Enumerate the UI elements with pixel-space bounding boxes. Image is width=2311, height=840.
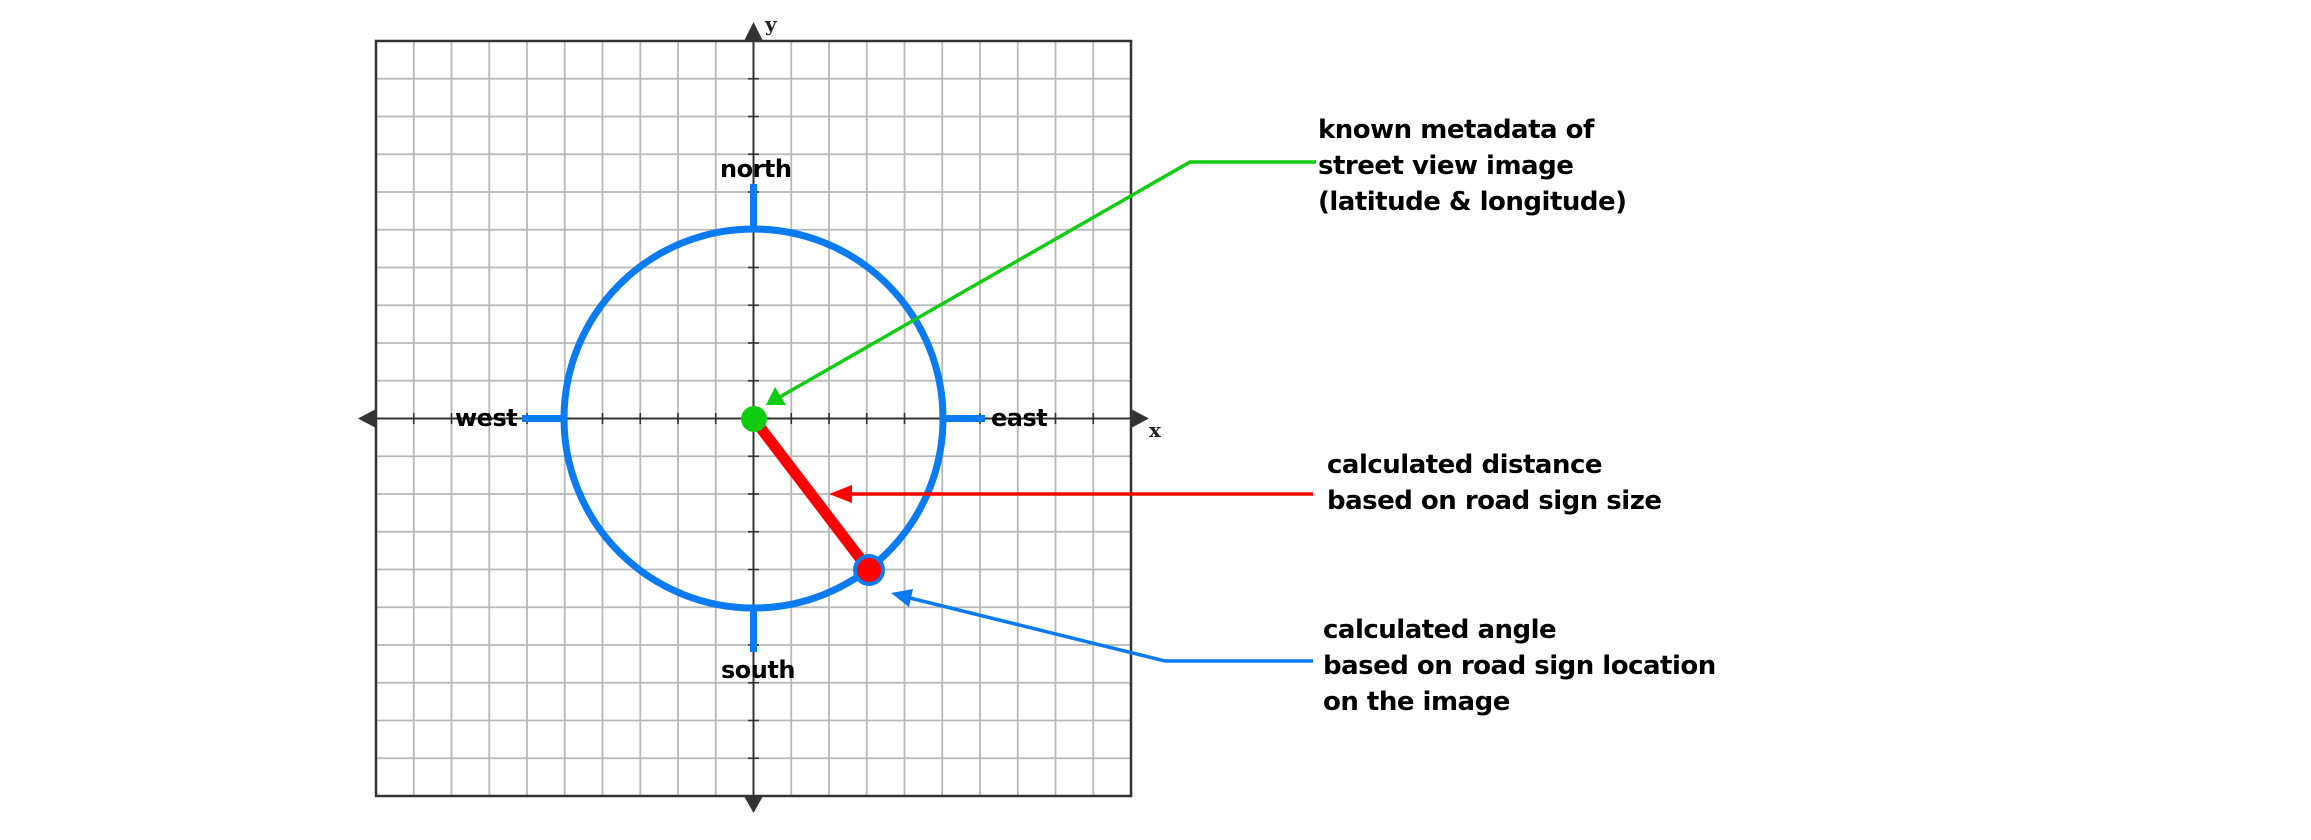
y-axis-label: y — [765, 12, 777, 36]
distance-line-1: calculated distance — [1327, 450, 1603, 480]
north-label: north — [720, 155, 792, 183]
west-label: west — [455, 404, 518, 432]
x-axis-right-arrow-icon — [1131, 409, 1149, 428]
metadata-callout-text: known metadata of street view image (lat… — [1318, 112, 1627, 220]
y-axis-down-arrow-icon — [744, 796, 763, 813]
south-label: south — [721, 656, 795, 684]
distance-line — [749, 415, 874, 574]
angle-line-1: calculated angle — [1323, 615, 1557, 645]
sign-point — [857, 558, 881, 582]
distance-line-2: based on road sign size — [1327, 486, 1662, 516]
x-axis-label: x — [1149, 418, 1161, 442]
angle-arrow-icon — [891, 589, 913, 607]
x-axis-left-arrow-icon — [358, 409, 376, 428]
angle-line-3: on the image — [1323, 687, 1510, 717]
distance-arrow-icon — [829, 485, 852, 503]
metadata-line-1: known metadata of — [1318, 115, 1594, 145]
angle-line-2: based on road sign location — [1323, 651, 1716, 681]
east-label: east — [991, 404, 1048, 432]
angle-callout-text: calculated angle based on road sign loca… — [1323, 612, 1716, 720]
metadata-line-2: street view image — [1318, 151, 1574, 181]
metadata-callout-line — [777, 160, 1316, 400]
metadata-line-3: (latitude & longitude) — [1318, 187, 1627, 217]
angle-callout-line — [909, 596, 1313, 663]
y-axis-up-arrow-icon — [744, 22, 763, 41]
distance-callout-text: calculated distance based on road sign s… — [1327, 447, 1662, 519]
origin-point — [741, 406, 767, 432]
metadata-arrow-icon — [766, 387, 786, 405]
